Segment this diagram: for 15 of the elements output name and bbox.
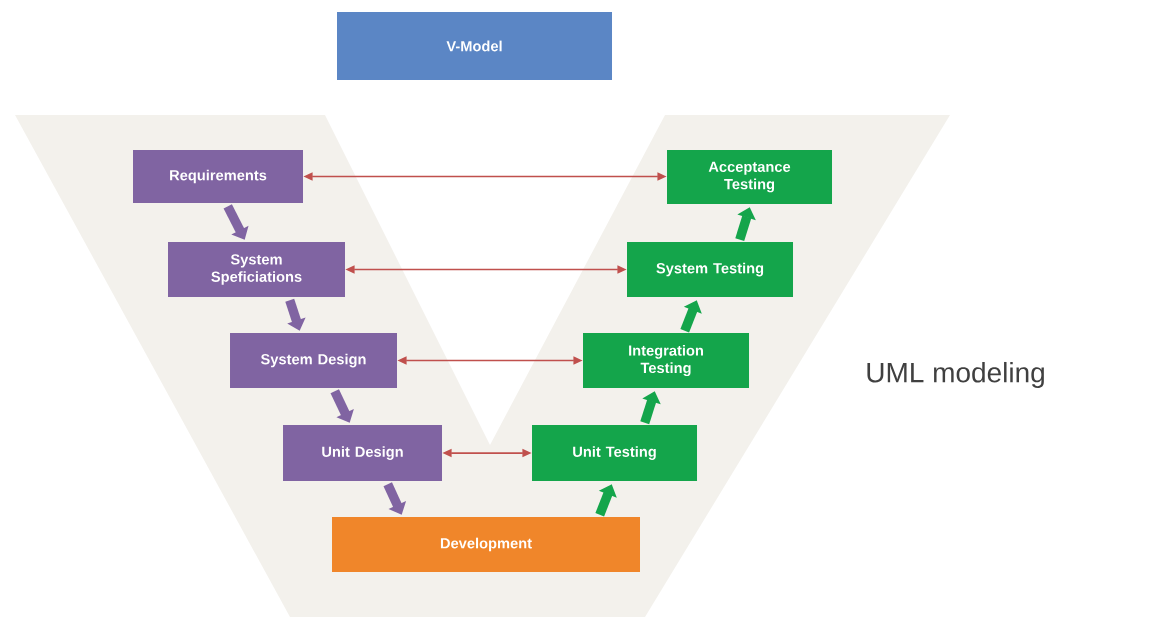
phase-box: Development: [332, 517, 640, 572]
phase-box: Integration Testing: [583, 333, 749, 388]
phase-box: Requirements: [133, 150, 303, 203]
title-box: V-Model: [337, 12, 612, 80]
arrow: [383, 482, 407, 515]
arrow: [330, 389, 354, 423]
phase-box: Acceptance Testing: [667, 150, 832, 204]
arrow: [223, 204, 249, 240]
phase-box: System Speficiations: [168, 242, 345, 297]
phase-box: System Testing: [627, 242, 793, 297]
arrow: [285, 298, 306, 331]
side-note: UML modeling: [867, 361, 1044, 389]
phase-box: System Design: [230, 333, 397, 388]
phase-box: Unit Design: [283, 425, 442, 481]
phase-box: Unit Testing: [532, 425, 697, 481]
